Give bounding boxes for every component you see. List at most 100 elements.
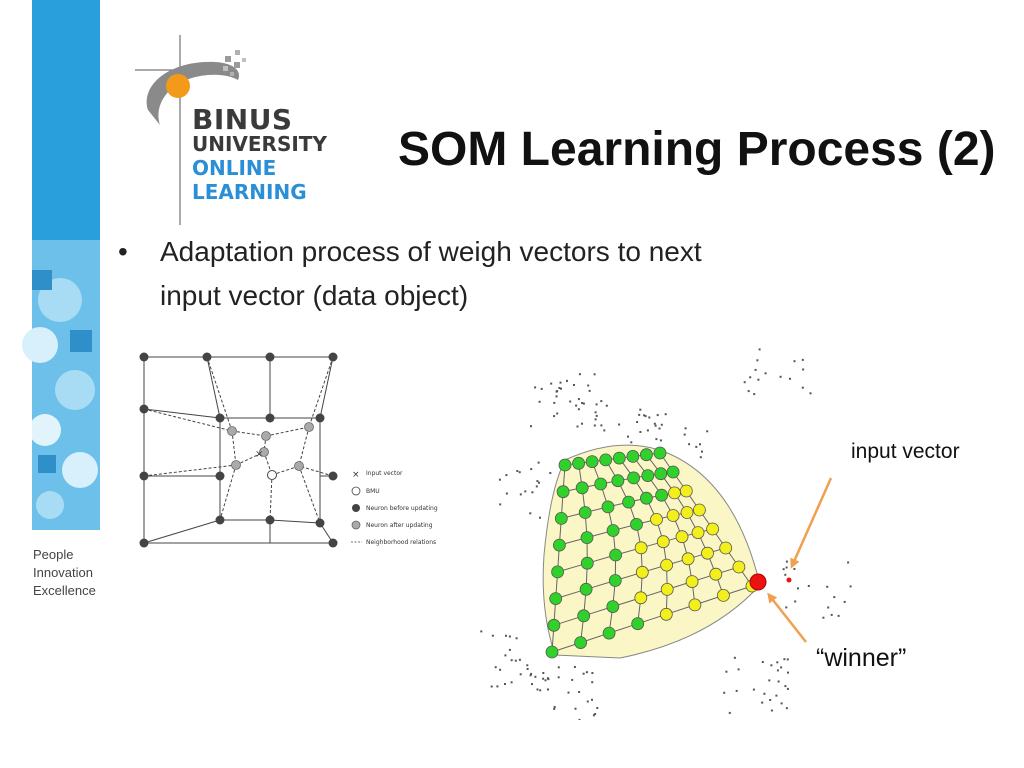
data-point [582, 672, 585, 675]
neuron-updated [634, 591, 648, 605]
neuron-updated [719, 541, 733, 555]
data-point [779, 375, 782, 378]
mesh-neurons [545, 446, 759, 659]
data-point [556, 412, 559, 415]
data-point [827, 606, 830, 609]
data-point [648, 416, 651, 419]
data-point [553, 415, 556, 418]
data-point [747, 390, 750, 393]
neuron-unchanged [579, 582, 593, 596]
data-point [758, 348, 761, 351]
data-point [801, 358, 804, 361]
neuron-unchanged [545, 645, 559, 659]
data-point [837, 614, 840, 617]
data-point [849, 585, 852, 588]
data-point [847, 561, 850, 564]
logo-wordmark: BINUS UNIVERSITY ONLINE LEARNING [192, 103, 327, 205]
data-point [600, 424, 603, 427]
data-point [822, 616, 825, 619]
winner-neuron [749, 573, 767, 591]
data-point [504, 654, 507, 657]
input-vector-point [786, 577, 792, 583]
neuron-unchanged [666, 465, 680, 479]
data-point [536, 480, 539, 483]
data-point [596, 707, 599, 709]
data-point [576, 425, 579, 428]
data-point [526, 668, 529, 670]
data-point [557, 666, 560, 669]
neuron-unchanged [594, 477, 608, 491]
neuron-updated [660, 558, 674, 572]
data-point [737, 668, 740, 671]
data-point [553, 706, 556, 708]
data-point [480, 630, 483, 633]
neuron-unchanged [609, 548, 623, 562]
data-point [585, 671, 588, 674]
data-point [784, 685, 787, 688]
data-point [530, 425, 532, 428]
neuron-unchanged [639, 491, 653, 505]
data-point [499, 668, 502, 671]
neuron-unchanged [549, 592, 563, 606]
x-mark-icon: × [352, 470, 360, 480]
neuron-unchanged [611, 474, 625, 488]
legend-label: Neuron after updating [366, 522, 433, 529]
legend-item-input-vector: × Input vector [352, 470, 403, 480]
data-point [591, 672, 594, 674]
data-point [728, 711, 731, 714]
data-point [537, 461, 540, 464]
neuron-unchanged [601, 500, 615, 514]
data-point [830, 613, 833, 616]
data-point [569, 400, 572, 403]
data-point [787, 671, 789, 674]
data-point [630, 441, 633, 444]
data-point [531, 491, 534, 494]
input-vector-label: input vector [851, 440, 960, 463]
neuron-unchanged [580, 556, 594, 570]
neuron-unchanged [655, 488, 669, 502]
neuron-updated [681, 552, 695, 566]
data-point [701, 450, 703, 453]
logo-line-university: UNIVERSITY [192, 132, 327, 156]
data-point [627, 435, 629, 438]
data-point [529, 674, 532, 677]
data-point [573, 384, 575, 386]
neuron-unchanged [653, 446, 667, 460]
logo-line-learning: LEARNING [192, 180, 307, 204]
data-point [594, 713, 597, 715]
data-point [706, 430, 709, 433]
logo-line-binus: BINUS [192, 103, 293, 136]
data-point [593, 424, 596, 427]
data-point [644, 415, 647, 418]
data-point [530, 468, 533, 471]
data-point [505, 474, 508, 477]
neuron-updated [634, 541, 648, 555]
data-point [575, 404, 578, 407]
som-grid-diagram: × × Input vector BMU Neuron before updat… [139, 352, 438, 548]
neuron-unchanged [606, 600, 620, 614]
neuron-unchanged [547, 618, 561, 632]
tagline-excellence: Excellence [33, 583, 96, 598]
data-point [639, 431, 642, 433]
neuron-unchanged [639, 448, 653, 462]
data-point [683, 433, 686, 436]
neuron-updated [706, 522, 720, 536]
data-point [505, 634, 507, 637]
data-point [559, 381, 562, 384]
data-point [684, 427, 687, 430]
data-point [797, 587, 799, 590]
neuron-unchanged [574, 636, 587, 650]
data-point [578, 691, 581, 693]
data-point [801, 386, 804, 389]
data-point [699, 443, 701, 446]
data-point [524, 490, 527, 493]
neuron-unchanged [602, 626, 616, 640]
data-point [793, 568, 796, 570]
data-point [833, 596, 836, 599]
neuron-unchanged [572, 456, 585, 470]
data-point [723, 691, 726, 694]
neuron-unchanged [580, 531, 594, 545]
data-point [553, 707, 556, 710]
data-point [544, 679, 547, 682]
data-point [600, 400, 603, 403]
